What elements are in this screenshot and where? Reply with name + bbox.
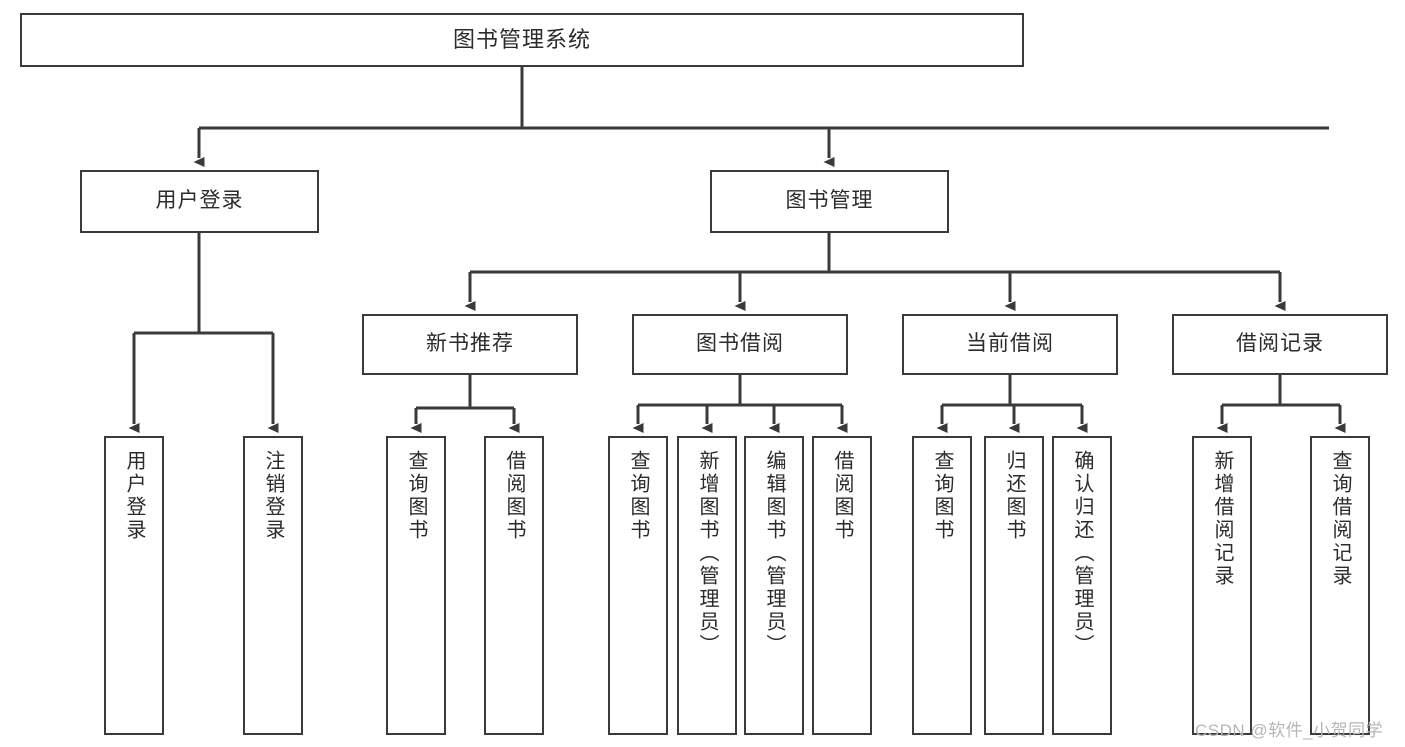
node-root-system[interactable]: 图书管理系统 [20,13,1024,67]
node-label: 确认归还（管理员） [1071,450,1093,657]
node-leaf-edit-book[interactable]: 编辑图书（管理员） [744,436,804,735]
node-leaf-confirm-return[interactable]: 确认归还（管理员） [1052,436,1112,735]
csdn-watermark: CSDN @软件_小贺同学 [1195,721,1384,740]
node-label: 查询借阅记录 [1329,450,1351,588]
node-label: 归还图书 [1003,450,1025,542]
node-label: 编辑图书（管理员） [763,450,785,657]
node-leaf-user-logout[interactable]: 注销登录 [243,436,303,735]
node-label: 查询图书 [627,450,649,542]
node-leaf-return-book[interactable]: 归还图书 [984,436,1044,735]
node-label: 查询图书 [405,450,427,542]
node-label: 新增图书（管理员） [696,450,718,657]
node-leaf-query-book-1[interactable]: 查询图书 [386,436,446,735]
node-label: 用户登录 [155,189,244,213]
node-label: 新书推荐 [426,332,514,356]
node-borrow-record[interactable]: 借阅记录 [1172,314,1388,375]
node-leaf-borrow-book-1[interactable]: 借阅图书 [484,436,544,735]
node-label: 新增借阅记录 [1211,450,1233,588]
node-label: 查询图书 [931,450,953,542]
node-leaf-user-login[interactable]: 用户登录 [104,436,164,735]
node-book-manage[interactable]: 图书管理 [710,170,949,233]
node-label: 图书管理 [785,189,874,213]
node-leaf-add-borrow-record[interactable]: 新增借阅记录 [1192,436,1252,735]
node-label: 借阅图书 [831,450,853,542]
node-label: 图书管理系统 [452,27,591,53]
node-leaf-query-book-3[interactable]: 查询图书 [912,436,972,735]
node-new-book-recommend[interactable]: 新书推荐 [362,314,578,375]
node-leaf-query-book-2[interactable]: 查询图书 [608,436,668,735]
node-user-login[interactable]: 用户登录 [80,170,319,233]
node-label: 当前借阅 [966,332,1054,356]
node-label: 借阅图书 [503,450,525,542]
node-label: 图书借阅 [696,332,784,356]
node-leaf-query-borrow-record[interactable]: 查询借阅记录 [1310,436,1370,735]
node-leaf-borrow-book-2[interactable]: 借阅图书 [812,436,872,735]
node-book-borrow[interactable]: 图书借阅 [632,314,848,375]
node-label: 注销登录 [262,450,284,542]
node-label: 用户登录 [123,450,145,542]
node-leaf-add-book[interactable]: 新增图书（管理员） [677,436,737,735]
node-current-borrow[interactable]: 当前借阅 [902,314,1118,375]
node-label: 借阅记录 [1236,332,1324,356]
